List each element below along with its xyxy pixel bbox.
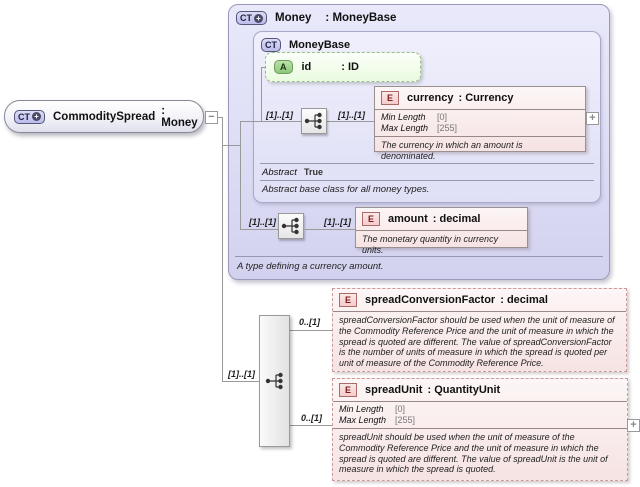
connector-line: [222, 145, 241, 146]
plus-icon: +: [254, 13, 263, 23]
spreadconversionfactor-type-ref: : decimal: [500, 294, 548, 306]
amount-name: amount: [388, 213, 428, 225]
amount-type-ref: : decimal: [432, 213, 481, 225]
amount-documentation: The monetary quantity in currency units.: [356, 230, 527, 259]
spreadconversionfactor-documentation: spreadConversionFactor should be used wh…: [333, 311, 626, 372]
connector-line: [327, 121, 374, 122]
expand-toggle[interactable]: +: [586, 112, 599, 125]
spreadconversionfactor-element-node[interactable]: E spreadConversionFactor : decimal sprea…: [332, 288, 627, 372]
connector-line: [240, 121, 241, 230]
cardinality-label: [1]..[1]: [266, 110, 293, 120]
facet-value: [0]: [437, 112, 448, 122]
money-type-header: CT+ Money : MoneyBase: [229, 5, 609, 25]
currency-element-node[interactable]: E currency : Currency Min Length [0] Max…: [374, 86, 586, 161]
connector-line: [261, 67, 266, 68]
connector-line: [290, 330, 332, 331]
moneybase-type-header: CT MoneyBase: [254, 32, 600, 52]
element-icon: E: [339, 383, 358, 397]
facet-value: [255]: [395, 414, 416, 425]
id-attribute-type-ref: : ID: [341, 61, 360, 73]
commodityspread-node[interactable]: CT+ CommoditySpread : Money: [4, 100, 204, 133]
sequence-icon: [304, 112, 322, 130]
sequence-icon: [265, 372, 283, 390]
amount-header: E amount : decimal: [356, 208, 527, 230]
currency-name: currency: [407, 92, 454, 104]
connector-line: [240, 229, 278, 230]
element-icon: E: [362, 212, 381, 226]
spreadunit-header: E spreadUnit : QuantityUnit: [333, 379, 627, 401]
attribute-icon: A: [274, 60, 293, 74]
spreadunit-type-ref: : QuantityUnit: [427, 384, 501, 396]
facet-value: [0]: [395, 404, 406, 414]
abstract-label: Abstract: [262, 167, 297, 178]
currency-header: E currency : Currency: [375, 87, 585, 109]
commodityspread-type-ref: : Money: [161, 104, 198, 129]
connector-line: [218, 117, 223, 118]
moneybase-footer: Abstract True Abstract base class for al…: [260, 163, 594, 199]
complex-type-icon: CT: [261, 38, 281, 52]
moneybase-type-name: MoneyBase: [289, 39, 351, 51]
spreadunit-name: spreadUnit: [365, 384, 423, 396]
element-icon: E: [339, 293, 358, 307]
amount-element-node[interactable]: E amount : decimal The monetary quantity…: [355, 207, 528, 255]
currency-type-ref: : Currency: [458, 92, 514, 104]
connector-line: [222, 117, 223, 381]
abstract-row: Abstract True: [260, 163, 594, 180]
cardinality-label: [1]..[1]: [249, 217, 276, 227]
expand-toggle[interactable]: +: [627, 419, 640, 432]
plus-icon: +: [32, 112, 41, 121]
connector-line: [240, 121, 302, 122]
facet-value: [255]: [437, 122, 458, 133]
spreadunit-documentation: spreadUnit should be used when the unit …: [333, 428, 627, 478]
cardinality-label: 0..[1]: [299, 317, 321, 327]
money-type-name: Money: [275, 12, 312, 24]
currency-documentation: The currency in which an amount is denom…: [375, 136, 585, 165]
abstract-value: True: [304, 167, 324, 177]
cardinality-label: [1]..[1]: [324, 217, 351, 227]
moneybase-documentation: Abstract base class for all money types.: [260, 180, 594, 199]
spreadconversionfactor-header: E spreadConversionFactor : decimal: [333, 289, 626, 311]
sequence-compositor[interactable]: [278, 213, 304, 239]
collapse-toggle[interactable]: −: [205, 111, 218, 124]
cardinality-label: 0..[1]: [301, 413, 323, 423]
connector-line: [305, 229, 355, 230]
connector-line: [222, 381, 259, 382]
facet-name: Max Length: [381, 122, 429, 133]
sequence-icon: [281, 217, 299, 235]
sequence-compositor[interactable]: [301, 108, 327, 134]
connector-line: [290, 425, 332, 426]
facet-name: Min Length: [381, 112, 426, 122]
complex-type-icon: CT+: [236, 11, 267, 25]
commodityspread-name: CommoditySpread: [53, 110, 156, 123]
element-icon: E: [381, 91, 400, 105]
spreadunit-facets: Min Length [0] Max Length [255]: [333, 401, 627, 428]
spreadunit-element-node[interactable]: E spreadUnit : QuantityUnit Min Length […: [332, 378, 628, 481]
facet-name: Min Length: [339, 404, 384, 414]
money-documentation: A type defining a currency amount.: [235, 256, 603, 275]
connector-line: [261, 67, 262, 122]
id-attribute-node[interactable]: A id : ID: [265, 52, 421, 82]
complex-type-icon: CT+: [14, 109, 45, 124]
currency-facets: Min Length [0] Max Length [255]: [375, 109, 585, 136]
id-attribute-name: id: [301, 61, 312, 73]
facet-name: Max Length: [339, 414, 387, 425]
cardinality-label: [1]..[1]: [338, 110, 365, 120]
cardinality-label: [1]..[1]: [228, 369, 255, 379]
sequence-compositor[interactable]: [259, 315, 290, 447]
spreadconversionfactor-name: spreadConversionFactor: [365, 294, 496, 306]
money-base-type-ref: : MoneyBase: [325, 12, 397, 24]
